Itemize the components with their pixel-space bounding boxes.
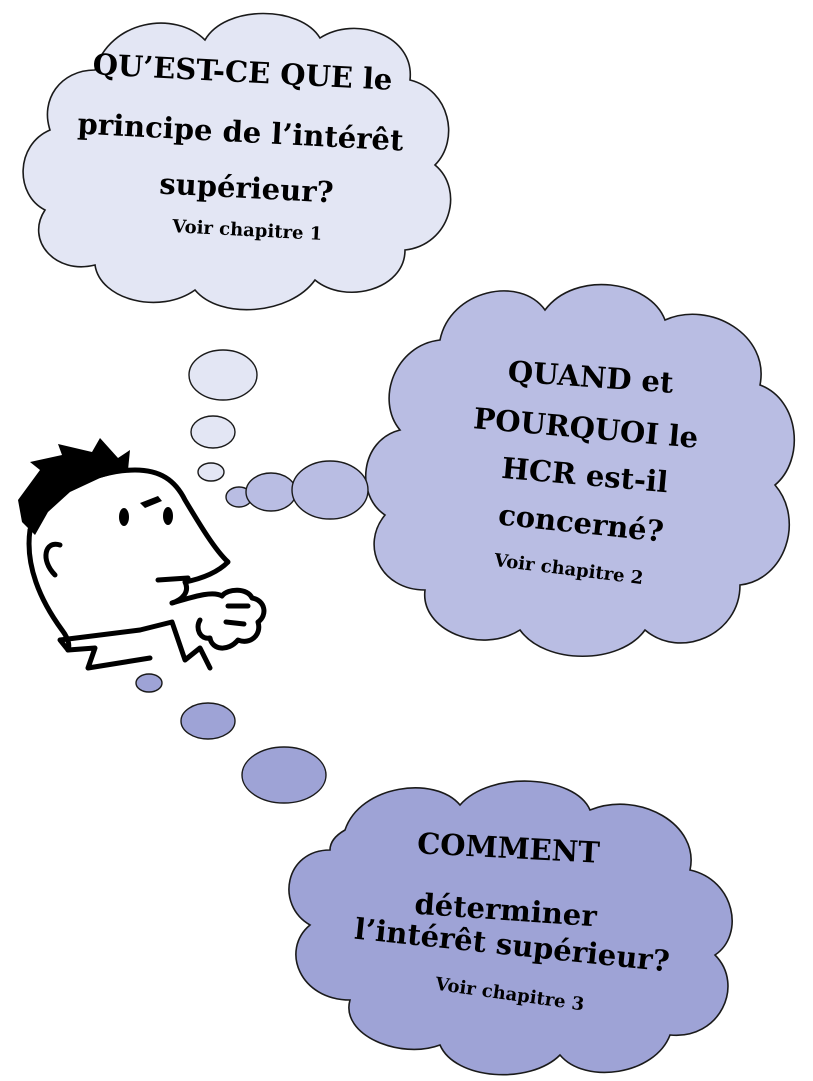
mouth-line <box>155 575 191 583</box>
collar-shape <box>57 619 213 671</box>
thought-cloud-1: QU’EST-CE QUE le principe de l’intérêt s… <box>22 12 452 311</box>
cloud-1-trail <box>188 349 258 482</box>
cloud-3-trail <box>135 673 327 804</box>
eyebrow-shape <box>140 496 162 508</box>
shirt-line <box>65 645 153 671</box>
eye-left <box>119 508 129 526</box>
ear-shape <box>43 541 63 578</box>
thought-puff <box>188 349 258 401</box>
thought-cloud-3: COMMENT déterminer l’intérêt supérieur? … <box>288 780 733 1076</box>
cloud-3-shape <box>288 780 733 1076</box>
cloud-2-trail <box>225 460 369 520</box>
thinking-man-icon <box>18 438 267 671</box>
jaw-line <box>26 527 72 653</box>
thought-puff <box>190 415 236 449</box>
finger-line <box>223 619 247 627</box>
head-outline <box>27 467 231 606</box>
thought-puff <box>245 472 297 512</box>
thought-puff <box>291 460 369 520</box>
thought-puff <box>241 746 327 804</box>
thought-puff <box>135 673 163 693</box>
hand-shape <box>169 587 267 651</box>
cloud-2-shape <box>364 283 796 657</box>
thought-puff <box>180 702 236 740</box>
eye-right <box>163 507 173 525</box>
cloud-1-shape <box>22 12 452 311</box>
thought-puff <box>197 462 225 482</box>
thought-cloud-2: QUAND et POURQUOI le HCR est-il concerné… <box>364 283 796 657</box>
